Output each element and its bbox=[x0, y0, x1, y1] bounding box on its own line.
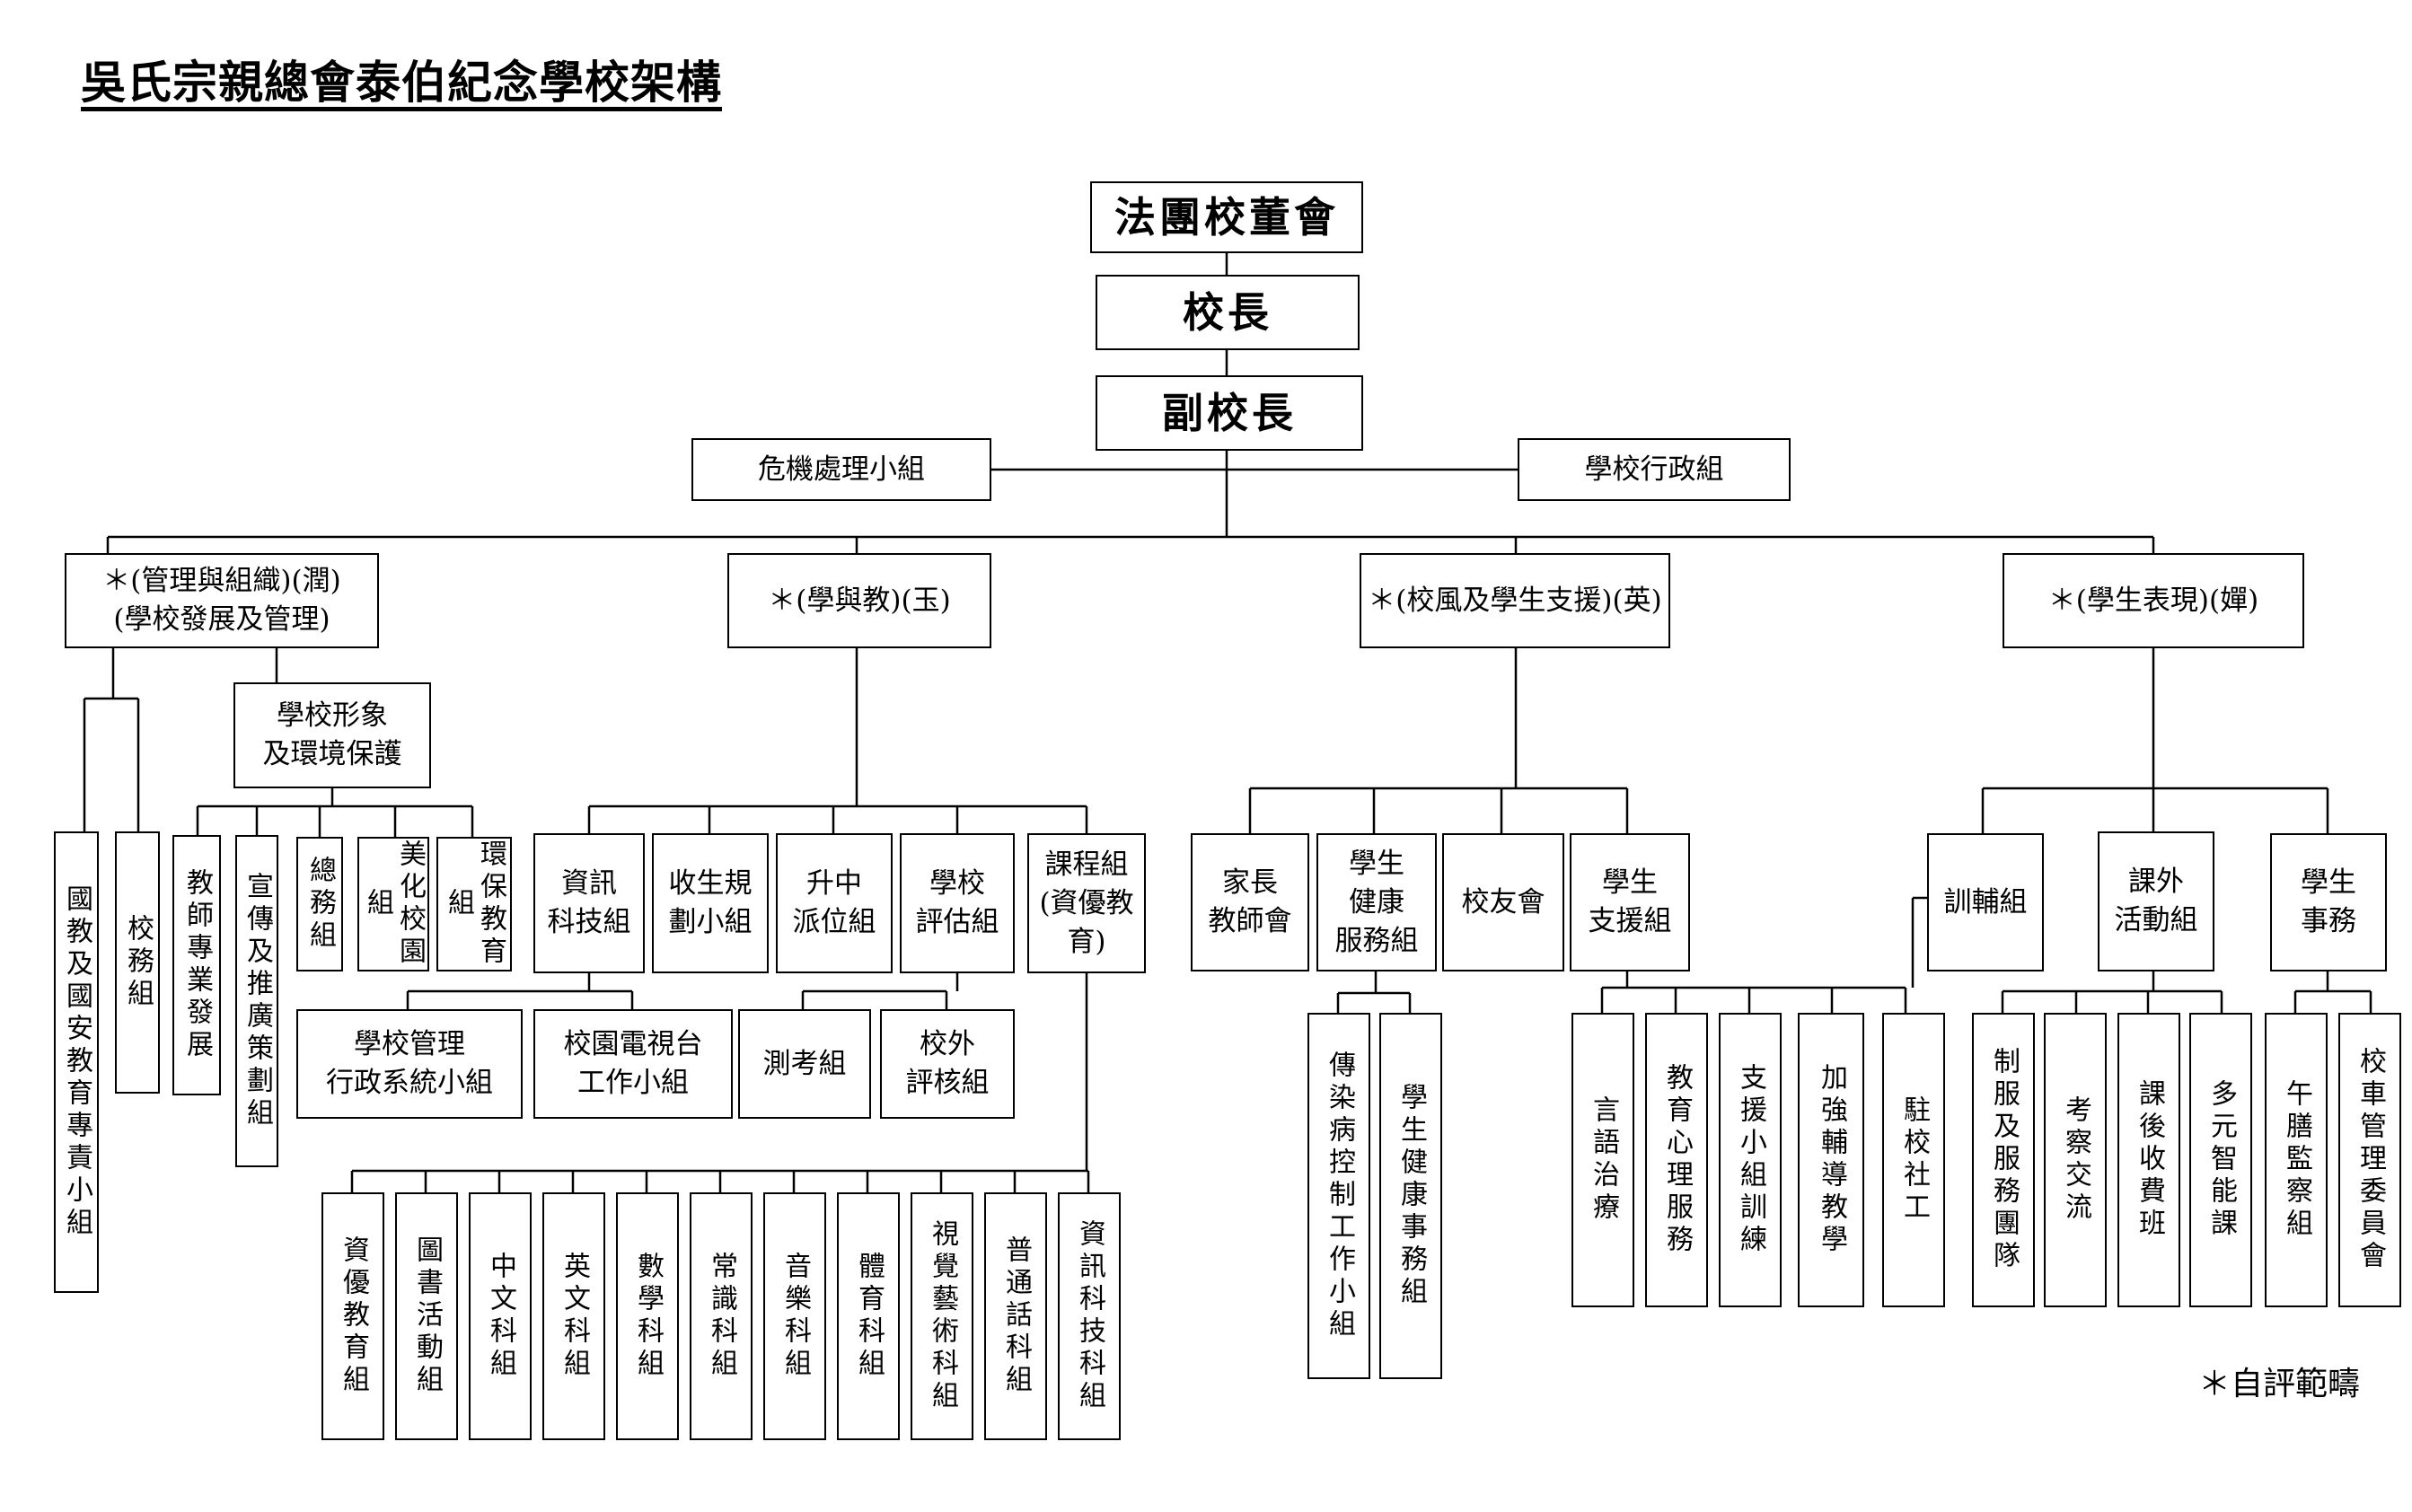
principal-box: 校長 bbox=[1096, 275, 1360, 350]
national-security-team: 國教及國安教育專責小組 bbox=[54, 831, 99, 1293]
it-group: 資訊 科技組 bbox=[533, 833, 645, 973]
school-management-system-team: 學校管理 行政系統小組 bbox=[296, 1009, 523, 1119]
promotion-group: 宣傳及推廣策劃組 bbox=[235, 835, 278, 1167]
study-tours: 考察交流 bbox=[2044, 1013, 2107, 1307]
secondary-allocation-group: 升中 派位組 bbox=[776, 833, 893, 973]
subject-ict: 資訊科技科組 bbox=[1058, 1192, 1121, 1440]
support-group-training: 支援小組訓練 bbox=[1719, 1013, 1782, 1307]
educational-psychology: 教育心理服務 bbox=[1645, 1013, 1708, 1307]
pta-box: 家長 教師會 bbox=[1191, 833, 1309, 971]
infection-control-team: 傳染病控制工作小組 bbox=[1307, 1013, 1370, 1379]
admission-planning-group: 收生規 劃小組 bbox=[652, 833, 769, 973]
domain-student-performance: ＊(學生表現)(嬋) bbox=[2003, 553, 2304, 648]
school-evaluation-group: 學校 評估組 bbox=[900, 833, 1015, 973]
eco-education-group: 環保教育組 bbox=[436, 837, 512, 971]
vice-principal-box: 副校長 bbox=[1096, 375, 1363, 451]
subject-mathematics: 數學科組 bbox=[616, 1192, 679, 1440]
student-support-group: 學生 支援組 bbox=[1570, 833, 1690, 971]
self-evaluation-note: ＊自評範疇 bbox=[2197, 1366, 2360, 1402]
lunch-supervision: 午膳監察組 bbox=[2265, 1013, 2328, 1307]
eca-group: 課外 活動組 bbox=[2098, 831, 2214, 971]
subject-visual-arts: 視覺藝術科組 bbox=[911, 1192, 973, 1440]
alumni-box: 校友會 bbox=[1442, 833, 1564, 971]
multiple-intelligence: 多元智能課 bbox=[2189, 1013, 2252, 1307]
school-affairs-group: 校務組 bbox=[115, 831, 160, 1094]
subject-general-studies: 常識科組 bbox=[690, 1192, 753, 1440]
curriculum-group: 課程組 (資優教 育) bbox=[1027, 833, 1146, 973]
subject-music: 音樂科組 bbox=[763, 1192, 826, 1440]
student-affairs-box: 學生 事務 bbox=[2270, 833, 2387, 971]
domain-ethos-support: ＊(校風及學生支援)(英) bbox=[1360, 553, 1670, 648]
domain-management: ＊(管理與組織)(潤) (學校發展及管理) bbox=[65, 553, 379, 648]
subject-library: 圖書活動組 bbox=[395, 1192, 458, 1440]
school-admin-box: 學校行政組 bbox=[1518, 438, 1791, 501]
external-review-group: 校外 評核組 bbox=[880, 1009, 1015, 1119]
crisis-team-box: 危機處理小組 bbox=[691, 438, 991, 501]
general-affairs-group: 總務組 bbox=[296, 837, 343, 971]
subject-gifted: 資優教育組 bbox=[321, 1192, 384, 1440]
subject-pe: 體育科組 bbox=[837, 1192, 900, 1440]
campus-beautify-group: 美化校園組 bbox=[357, 837, 429, 971]
school-image-group: 學校形象 及環境保護 bbox=[233, 682, 431, 788]
intensive-tutoring: 加強輔導教學 bbox=[1798, 1013, 1864, 1307]
guidance-group: 訓輔組 bbox=[1927, 833, 2044, 971]
school-bus-committee: 校車管理委員會 bbox=[2338, 1013, 2401, 1307]
campus-tv-team: 校園電視台 工作小組 bbox=[533, 1009, 733, 1119]
student-health-affairs-group: 學生健康事務組 bbox=[1379, 1013, 1442, 1379]
after-school-classes: 課後收費班 bbox=[2117, 1013, 2180, 1307]
page-title: 吳氏宗親總會泰伯紀念學校架構 bbox=[81, 56, 722, 109]
teacher-development-group: 教師專業發展 bbox=[172, 835, 221, 1095]
exam-group: 測考組 bbox=[738, 1009, 871, 1119]
student-health-group: 學生 健康 服務組 bbox=[1316, 833, 1437, 971]
school-social-worker: 駐校社工 bbox=[1882, 1013, 1945, 1307]
subject-putonghua: 普通話科組 bbox=[984, 1192, 1047, 1440]
uniform-groups: 制服及服務團隊 bbox=[1972, 1013, 2035, 1307]
board-box: 法團校董會 bbox=[1090, 181, 1363, 253]
subject-english: 英文科組 bbox=[542, 1192, 605, 1440]
domain-learning-teaching: ＊(學與教)(玉) bbox=[727, 553, 991, 648]
subject-chinese: 中文科組 bbox=[469, 1192, 532, 1440]
speech-therapy: 言語治療 bbox=[1571, 1013, 1634, 1307]
